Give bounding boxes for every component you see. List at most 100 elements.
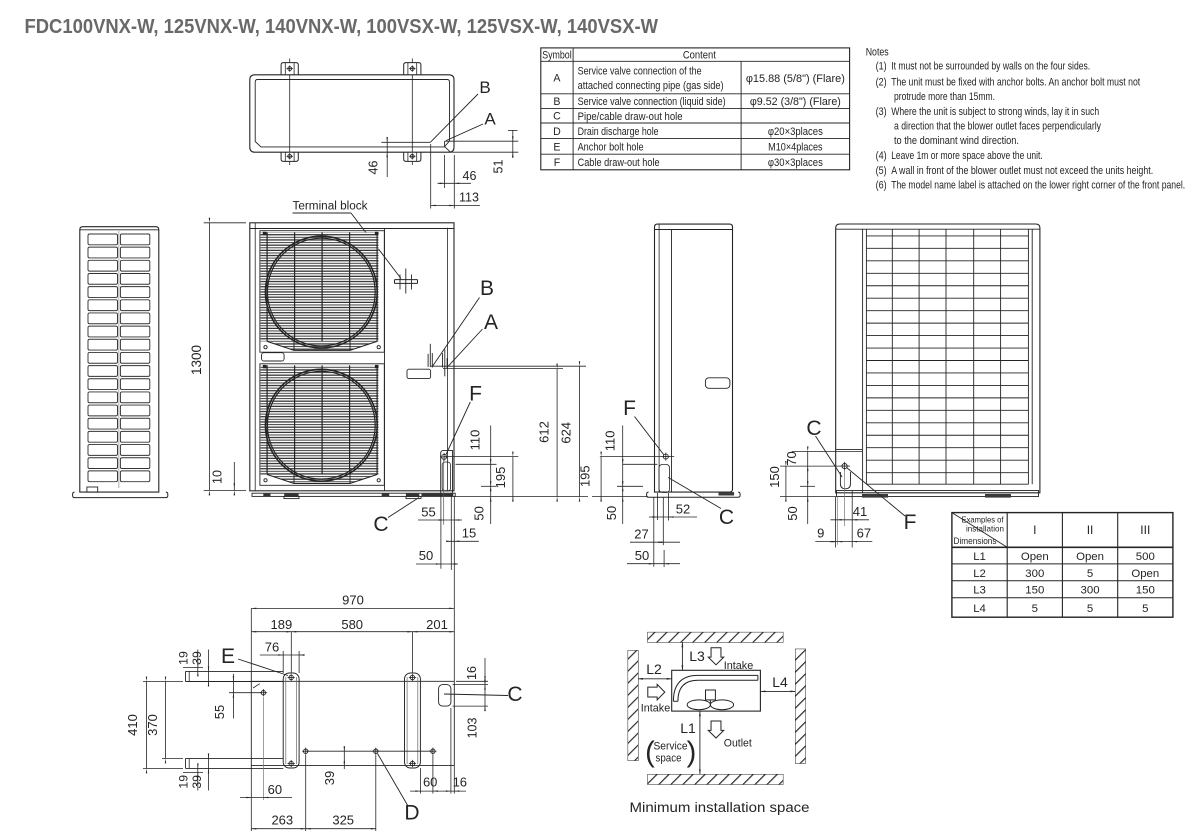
svg-text:300: 300 — [1025, 568, 1044, 580]
svg-text:39: 39 — [190, 651, 204, 665]
svg-text:195: 195 — [493, 467, 508, 489]
svg-text:55: 55 — [212, 705, 227, 719]
svg-text:Leave 1m or more space above t: Leave 1m or more space above the unit. — [891, 150, 1042, 162]
svg-text:Service: Service — [654, 741, 688, 753]
svg-text:φ20×3places: φ20×3places — [768, 126, 823, 138]
svg-text:L2: L2 — [646, 661, 662, 677]
svg-text:60: 60 — [423, 775, 437, 790]
svg-text:protrude more than 15mm.: protrude more than 15mm. — [894, 91, 995, 103]
svg-text:(3): (3) — [876, 106, 887, 118]
svg-text:L2: L2 — [973, 568, 986, 580]
svg-text:15: 15 — [462, 526, 476, 541]
svg-text:51: 51 — [492, 160, 506, 174]
svg-text:195: 195 — [578, 465, 593, 487]
svg-text:110: 110 — [468, 430, 483, 451]
svg-text:Notes: Notes — [866, 47, 889, 59]
svg-text:1300: 1300 — [189, 345, 204, 375]
svg-text:C: C — [719, 506, 734, 529]
svg-text:50: 50 — [604, 506, 619, 520]
svg-text:D: D — [404, 802, 419, 825]
svg-text:The model name label is attach: The model name label is attached on the … — [891, 180, 1185, 192]
svg-text:50: 50 — [635, 548, 649, 563]
svg-text:Pipe/cable draw-out hole: Pipe/cable draw-out hole — [578, 111, 683, 123]
svg-text:46: 46 — [463, 169, 477, 183]
svg-text:A: A — [484, 311, 498, 334]
svg-text:Service valve connection of th: Service valve connection of the — [578, 66, 702, 78]
svg-text:16: 16 — [465, 666, 479, 680]
svg-text:Drain discharge hole: Drain discharge hole — [578, 126, 659, 138]
svg-text:(6): (6) — [876, 180, 887, 192]
svg-text:Where the unit is subject to s: Where the unit is subject to strong wind… — [891, 106, 1099, 118]
svg-text:φ15.88 (5/8") (Flare): φ15.88 (5/8") (Flare) — [746, 73, 845, 85]
svg-text:19: 19 — [176, 651, 190, 665]
svg-text:612: 612 — [537, 421, 552, 443]
svg-text:500: 500 — [1136, 551, 1155, 563]
svg-text:L3: L3 — [973, 585, 986, 597]
svg-text:263: 263 — [271, 813, 293, 828]
svg-text:(: ( — [645, 737, 655, 769]
svg-text:50: 50 — [419, 548, 433, 563]
svg-text:970: 970 — [342, 593, 364, 608]
svg-text:41: 41 — [853, 504, 867, 519]
svg-text:50: 50 — [785, 506, 800, 520]
svg-text:Intake: Intake — [641, 703, 671, 715]
svg-text:Anchor bolt hole: Anchor bolt hole — [578, 141, 644, 153]
svg-text:D: D — [553, 126, 561, 138]
svg-text:E: E — [553, 141, 560, 153]
svg-text:C: C — [553, 111, 561, 123]
svg-text:F: F — [904, 511, 917, 534]
svg-text:B: B — [479, 78, 490, 97]
svg-text:67: 67 — [857, 526, 871, 541]
svg-text:It must not be surrounded by w: It must not be surrounded by walls on th… — [891, 61, 1090, 73]
svg-text:39: 39 — [322, 771, 337, 785]
svg-text:a direction that the blower ou: a direction that the blower outlet faces… — [894, 121, 1102, 133]
svg-text:Symbol: Symbol — [542, 49, 572, 61]
svg-text:52: 52 — [676, 502, 690, 517]
svg-text:110: 110 — [602, 431, 617, 452]
svg-text:to the dominant wind direction: to the dominant wind direction. — [894, 135, 1019, 147]
svg-text:103: 103 — [466, 718, 480, 739]
svg-text:Dimensions: Dimensions — [954, 536, 997, 546]
svg-text:φ30×3places: φ30×3places — [768, 157, 823, 169]
svg-text:Intake: Intake — [724, 660, 754, 672]
svg-text:189: 189 — [271, 617, 293, 632]
svg-text:F: F — [554, 157, 561, 169]
svg-text:B: B — [553, 96, 560, 108]
svg-text:46: 46 — [367, 161, 381, 175]
svg-text:5: 5 — [1032, 603, 1038, 615]
svg-text:624: 624 — [558, 422, 573, 444]
svg-text:B: B — [480, 277, 494, 300]
svg-text:L3: L3 — [689, 648, 705, 664]
svg-text:325: 325 — [332, 813, 354, 828]
svg-text:The unit must be fixed with an: The unit must be fixed with anchor bolts… — [891, 76, 1140, 88]
svg-text:A: A — [484, 110, 496, 129]
svg-text:installation: installation — [966, 524, 1004, 534]
svg-text:Open: Open — [1021, 551, 1049, 563]
svg-text:Open: Open — [1131, 568, 1159, 580]
svg-text:Outlet: Outlet — [724, 738, 753, 750]
svg-text:16: 16 — [453, 775, 467, 790]
svg-text:(1): (1) — [876, 61, 887, 73]
svg-text:E: E — [221, 645, 235, 668]
svg-text:φ9.52 (3/8") (Flare): φ9.52 (3/8") (Flare) — [750, 96, 841, 108]
svg-text:39: 39 — [190, 775, 204, 789]
svg-text:C: C — [806, 417, 821, 440]
svg-text:I: I — [1033, 523, 1036, 537]
svg-text:9: 9 — [817, 526, 824, 541]
svg-text:F: F — [623, 397, 636, 420]
svg-text:5: 5 — [1142, 603, 1148, 615]
svg-text:F: F — [469, 383, 482, 406]
svg-text:Open: Open — [1076, 551, 1104, 563]
svg-text:II: II — [1087, 523, 1094, 537]
svg-text:): ) — [687, 737, 697, 769]
svg-text:113: 113 — [459, 191, 479, 205]
svg-text:Cable draw-out hole: Cable draw-out hole — [578, 157, 660, 169]
svg-text:L1: L1 — [680, 720, 696, 736]
svg-text:19: 19 — [176, 775, 190, 789]
svg-text:370: 370 — [145, 714, 160, 736]
svg-text:(4): (4) — [876, 150, 887, 162]
svg-text:FDC100VNX-W, 125VNX-W, 140VNX-: FDC100VNX-W, 125VNX-W, 140VNX-W, 100VSX-… — [25, 16, 659, 38]
svg-text:C: C — [373, 513, 388, 536]
svg-text:Terminal block: Terminal block — [293, 201, 368, 213]
svg-text:55: 55 — [421, 505, 435, 520]
